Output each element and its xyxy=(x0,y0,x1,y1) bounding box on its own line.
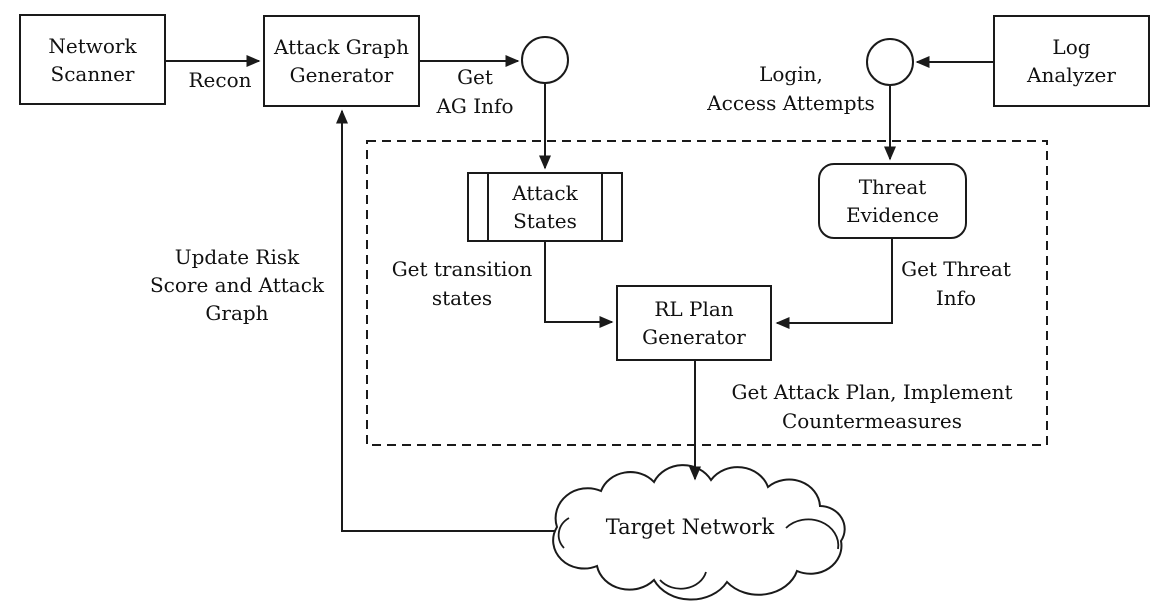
attack-states-inner-line-left xyxy=(487,174,489,240)
cloud-detail-arc-left xyxy=(557,517,570,549)
node-threat-evidence-label: Threat Evidence xyxy=(846,175,939,227)
target-network-cloud xyxy=(552,464,846,601)
node-attack-states: Attack States xyxy=(467,172,623,242)
edge-label-recon: Recon xyxy=(188,68,252,92)
arrow-update-risk-feedback xyxy=(336,109,560,532)
edge-label-get-ag-info: Get AG Info xyxy=(436,65,514,118)
node-target-network-label: Target Network xyxy=(605,515,775,539)
junction-circle-right xyxy=(866,38,914,86)
node-threat-evidence: Threat Evidence xyxy=(818,163,967,239)
node-attack-graph-generator: Attack Graph Generator xyxy=(263,15,420,107)
edge-label-update-risk: Update Risk Score and Attack Graph xyxy=(149,245,325,325)
node-rl-plan-generator: RL Plan Generator xyxy=(616,285,772,361)
cloud-detail-arc-right xyxy=(785,518,840,550)
node-log-analyzer: Log Analyzer xyxy=(993,15,1150,107)
node-attack-graph-generator-label: Attack Graph Generator xyxy=(274,35,409,87)
edge-label-get-attack-plan: Get Attack Plan, Implement Countermeasur… xyxy=(731,380,1013,433)
node-network-scanner: Network Scanner xyxy=(19,14,166,105)
arrow-get-transition-states xyxy=(544,242,614,328)
attack-states-inner-line-right xyxy=(601,174,603,240)
edge-label-get-transition-states: Get transition states xyxy=(391,257,533,310)
dashed-boundary-box xyxy=(366,140,1048,446)
node-network-scanner-label: Network Scanner xyxy=(48,33,137,86)
node-log-analyzer-label: Log Analyzer xyxy=(1027,35,1116,87)
edge-label-login-access-attempts: Login, Access Attempts xyxy=(707,62,875,115)
node-attack-states-label: Attack States xyxy=(512,181,578,233)
edge-label-get-threat-info: Get Threat Info xyxy=(901,257,1011,310)
node-rl-plan-generator-label: RL Plan Generator xyxy=(642,297,746,349)
cloud-detail-arc-bottom xyxy=(659,571,707,590)
junction-circle-left xyxy=(521,36,569,84)
arrow-get-threat-info xyxy=(775,239,893,329)
